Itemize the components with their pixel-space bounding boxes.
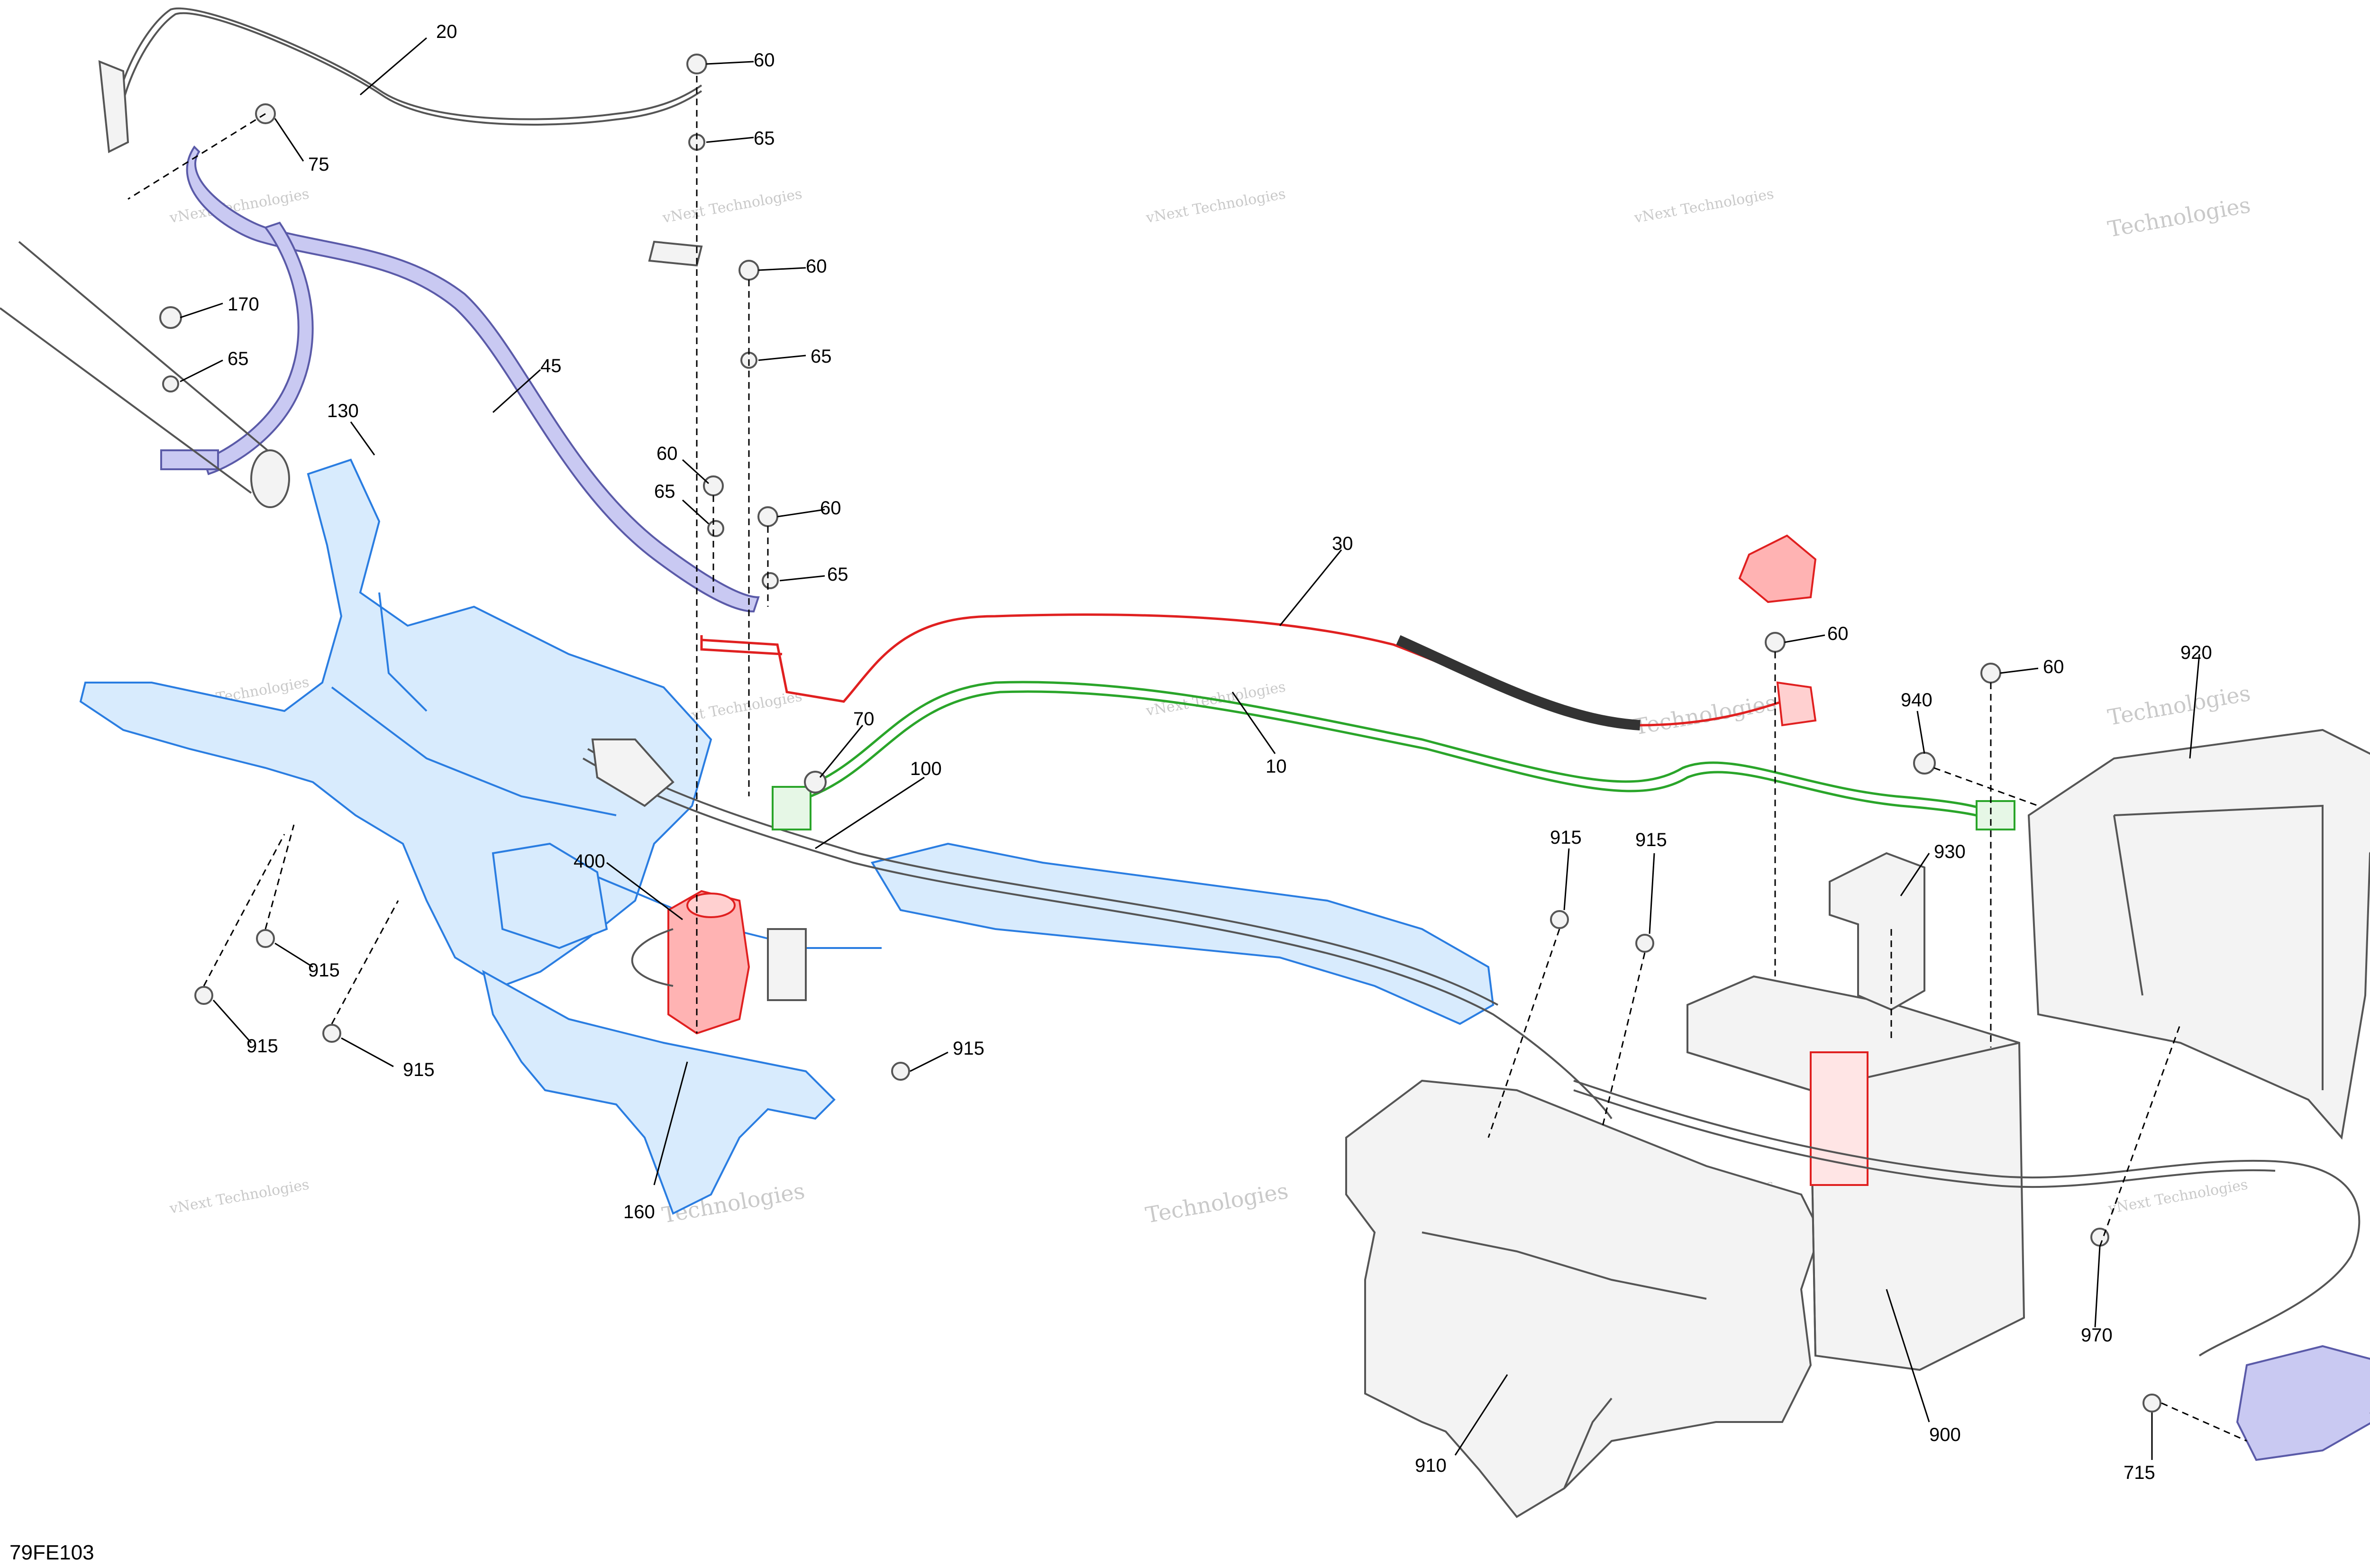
screw-915 <box>194 986 213 1005</box>
cable-30 <box>700 534 1817 730</box>
callout-900: 900 <box>1929 1424 1961 1445</box>
cover-920 <box>2027 729 2370 1140</box>
watermark-13: Technologies <box>1144 1178 1290 1228</box>
callout-915: 915 <box>308 960 340 981</box>
clip-940 <box>1913 752 1936 775</box>
bolt-170 <box>159 306 182 329</box>
watermark-3: vNext Technologies <box>1144 186 1287 227</box>
cable-45 <box>160 145 760 613</box>
screw-915 <box>891 1062 910 1081</box>
assembly-lines <box>128 76 2247 1442</box>
callout-100: 100 <box>910 758 942 779</box>
battery-tray-910 <box>1345 1079 1822 1518</box>
watermark-11: vNext Technologies <box>168 1176 310 1217</box>
callout-130: 130 <box>327 401 359 421</box>
watermark-text: Technologies <box>2106 192 2252 242</box>
watermark-10: Technologies <box>2106 680 2252 730</box>
callout-65: 65 <box>811 346 832 367</box>
cable-20 <box>98 7 703 267</box>
callout-65: 65 <box>827 564 848 585</box>
fasteners <box>159 54 2161 1413</box>
callout-75: 75 <box>308 154 329 175</box>
callout-65: 65 <box>228 348 249 369</box>
watermark-text: vNext Technologies <box>2106 1176 2249 1217</box>
watermark-text: vNext Technologies <box>1144 186 1287 227</box>
nut-60 <box>703 475 724 496</box>
frame-assembly-160 <box>79 458 1495 1215</box>
callout-10: 10 <box>1266 756 1287 777</box>
watermark-text: vNext Technologies <box>661 186 803 227</box>
callout-920: 920 <box>2180 642 2212 663</box>
callout-65: 65 <box>754 128 775 149</box>
watermark-4: vNext Technologies <box>1632 186 1775 227</box>
watermark-text: vNext Technologies <box>168 1176 310 1217</box>
nut-60 <box>686 54 707 74</box>
callout-400: 400 <box>574 851 605 872</box>
screw-915 <box>256 929 275 948</box>
callout-60: 60 <box>1827 623 1849 644</box>
callout-910: 910 <box>1415 1455 1447 1476</box>
watermark-9: Technologies <box>1632 690 1778 740</box>
nut-60 <box>757 506 778 527</box>
callout-60: 60 <box>656 443 678 464</box>
strap-930 <box>1829 852 1925 1011</box>
callout-915: 915 <box>246 1036 278 1057</box>
watermark-5: Technologies <box>2106 192 2252 242</box>
callout-715: 715 <box>2124 1462 2155 1483</box>
washer-65 <box>762 572 779 589</box>
nut-60 <box>1765 632 1786 653</box>
callout-160: 160 <box>623 1202 655 1222</box>
callout-30: 30 <box>1332 533 1353 554</box>
terminal-lug <box>160 449 219 470</box>
cable-10 <box>772 681 2015 830</box>
washer-65 <box>707 520 724 537</box>
callout-65: 65 <box>654 481 675 502</box>
callout-970: 970 <box>2081 1325 2113 1346</box>
screw-915 <box>1550 910 1569 929</box>
callout-45: 45 <box>540 356 562 376</box>
watermark-text: Technologies <box>2106 680 2252 730</box>
callout-915: 915 <box>953 1038 984 1059</box>
callout-915: 915 <box>1550 827 1582 848</box>
nut-60 <box>1980 663 2001 684</box>
callout-930: 930 <box>1934 841 1966 862</box>
screw-715 <box>2142 1394 2161 1413</box>
callout-940: 940 <box>1901 690 1932 711</box>
callout-20: 20 <box>436 21 457 42</box>
callout-60: 60 <box>820 498 841 519</box>
callout-60: 60 <box>806 256 827 277</box>
callout-70: 70 <box>853 709 875 729</box>
watermark-text: Technologies <box>1632 690 1778 740</box>
watermark-2: vNext Technologies <box>661 186 803 227</box>
watermark-15: vNext Technologies <box>2106 1176 2249 1217</box>
nut-60 <box>738 260 759 281</box>
main-harness <box>582 738 1613 1120</box>
callout-915: 915 <box>403 1059 435 1080</box>
exhaust-tube <box>0 241 290 508</box>
sensor-710 <box>2236 1345 2370 1461</box>
solenoid-400 <box>667 890 750 1035</box>
watermark-text: vNext Technologies <box>1632 186 1775 227</box>
callout-170: 170 <box>228 294 259 315</box>
battery-900 <box>1686 975 2025 1371</box>
screw-915 <box>1635 934 1654 953</box>
watermark-text: Technologies <box>1144 1178 1290 1228</box>
leader-lines <box>180 37 2370 1460</box>
right-harness <box>1573 1080 2361 1357</box>
screw-915 <box>322 1024 341 1043</box>
callout-60: 60 <box>2043 656 2064 677</box>
washer-65 <box>162 375 179 392</box>
callout-60: 60 <box>754 50 775 71</box>
diagram-code: 79FE103 <box>9 1541 94 1564</box>
callout-labels: 20 60 65 75 60 170 65 65 45 130 60 65 60… <box>228 21 2212 1483</box>
callout-915: 915 <box>1635 830 1667 850</box>
